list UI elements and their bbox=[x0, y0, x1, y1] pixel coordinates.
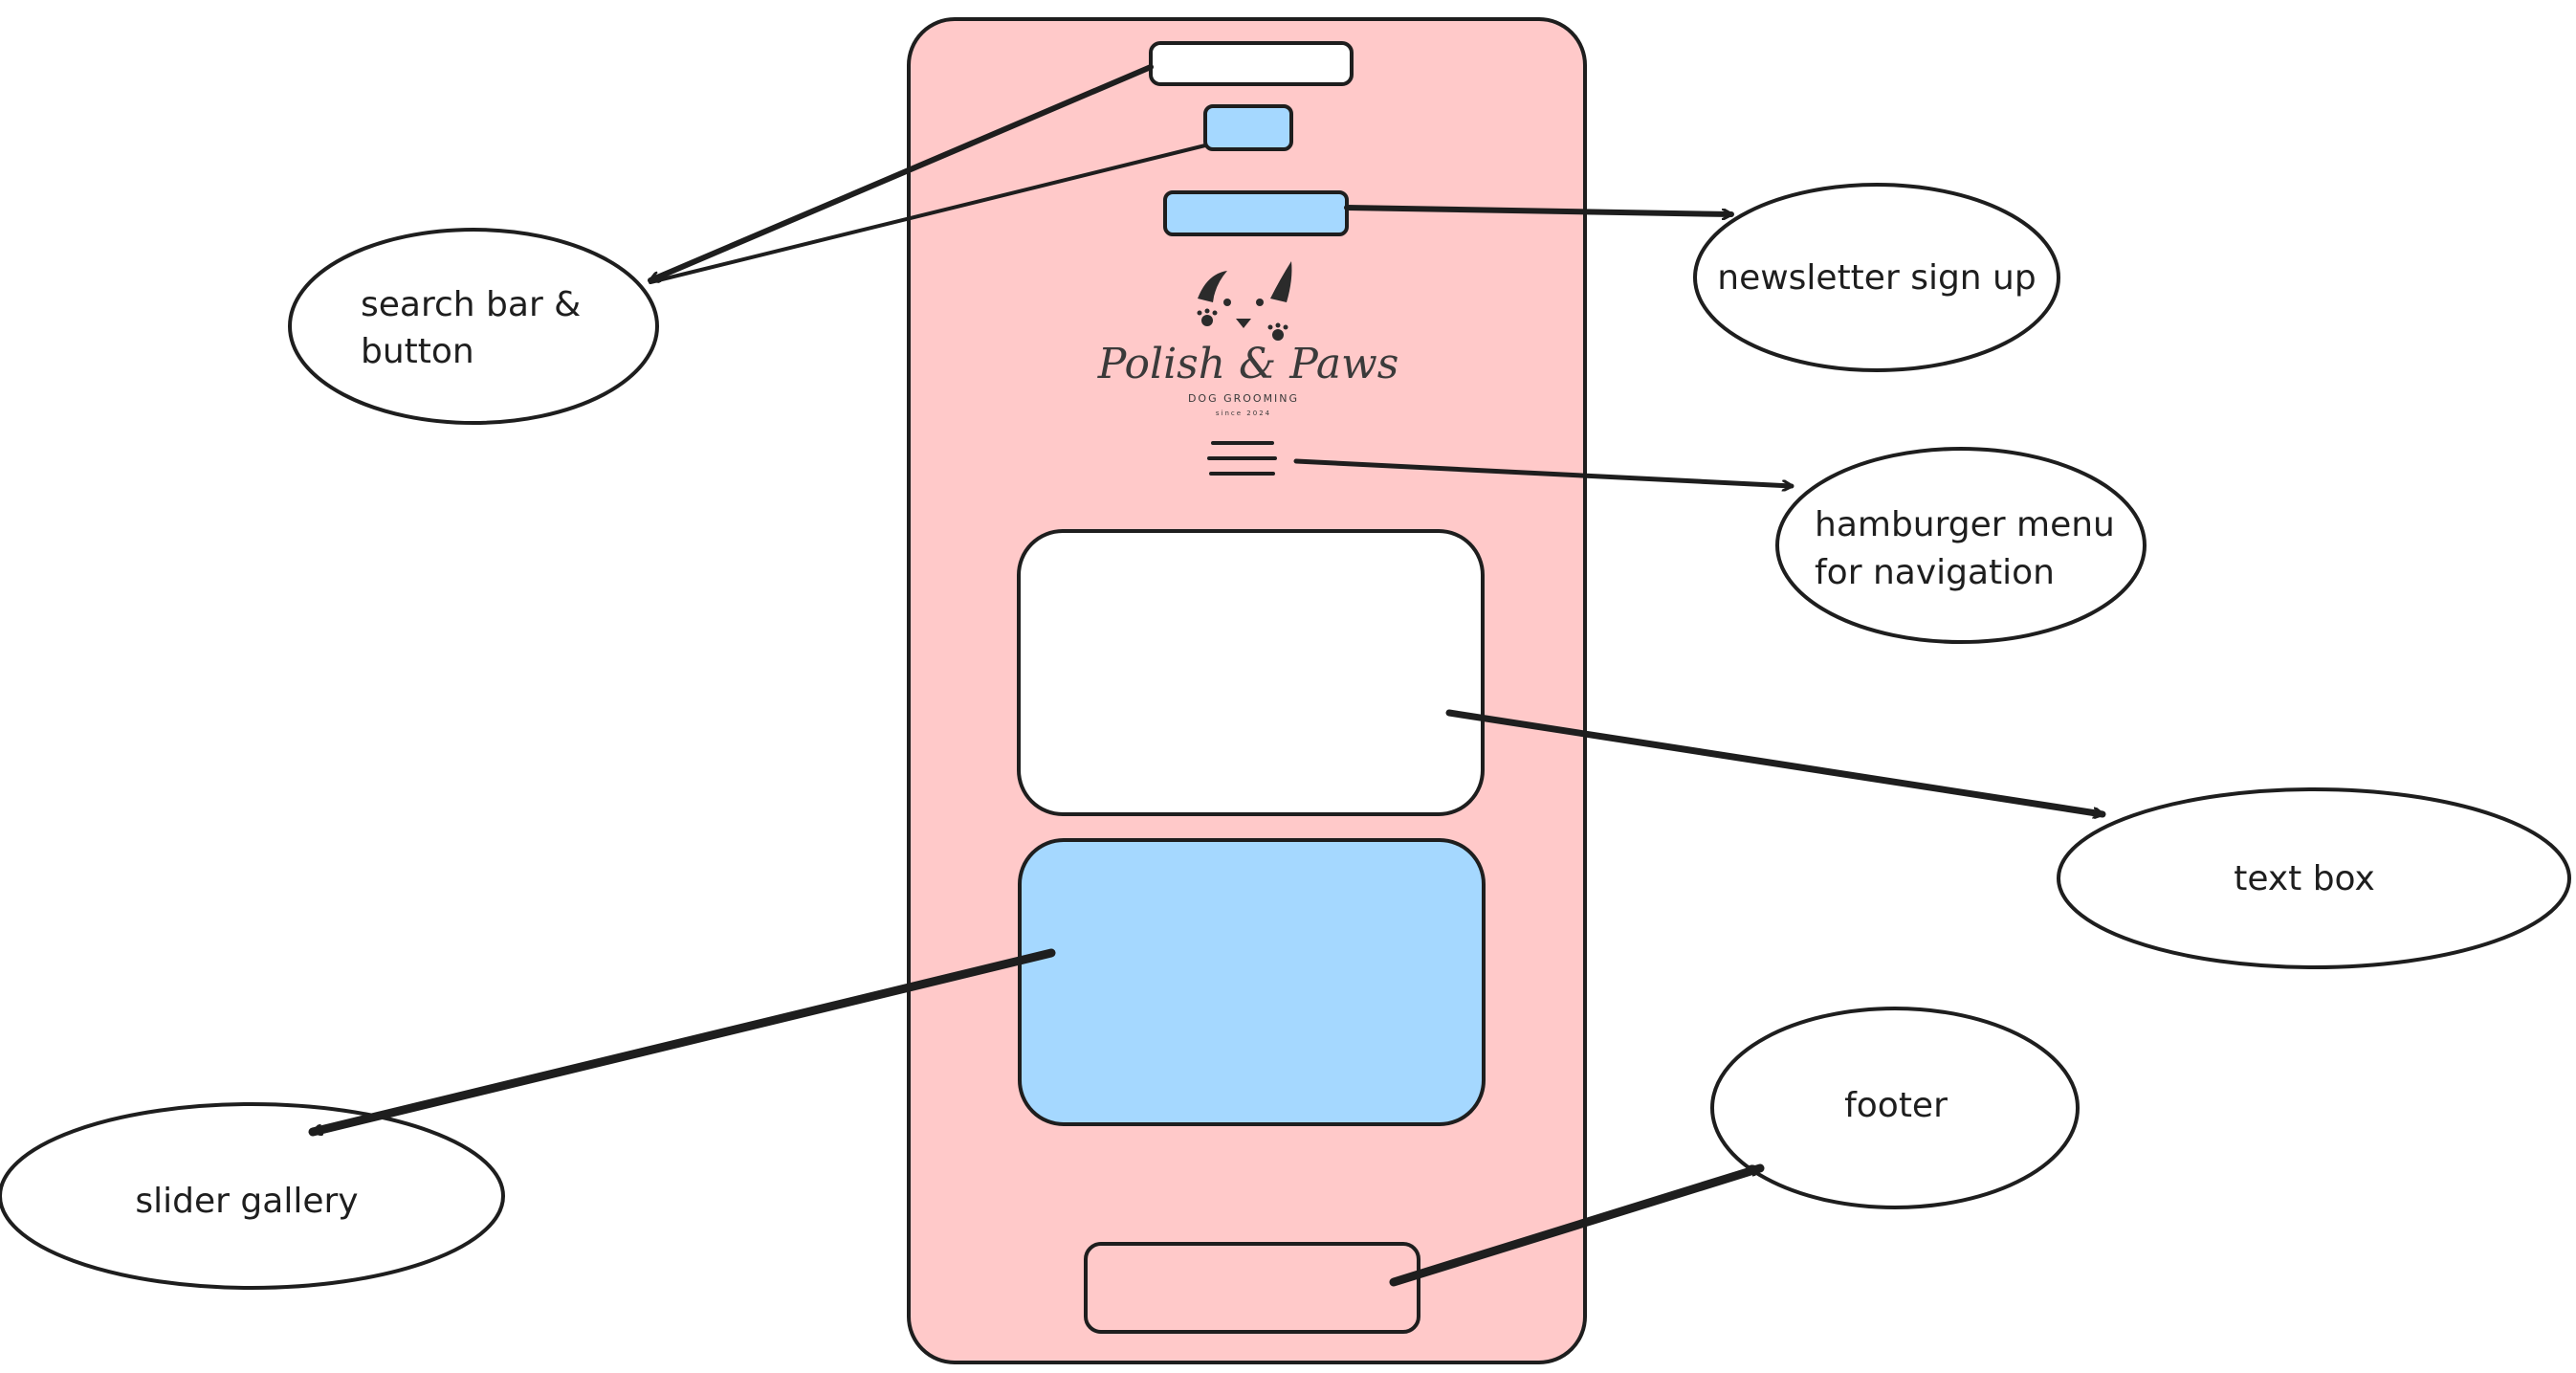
slider-arrow bbox=[308, 948, 1056, 1132]
logo-title: Polish & Paws bbox=[1097, 340, 1399, 388]
search-button bbox=[1203, 104, 1293, 151]
hamburger-menu-icon bbox=[1207, 441, 1277, 476]
slider-annotation-line-1: slider gallery bbox=[135, 1182, 358, 1221]
footer-annotation-ellipse bbox=[1710, 1007, 2080, 1209]
logo-subtitle: DOG GROOMING bbox=[1188, 392, 1299, 405]
footer bbox=[1084, 1242, 1420, 1334]
slider-annotation-ellipse bbox=[0, 1102, 505, 1290]
text-box bbox=[1017, 529, 1485, 816]
textbox-annotation-text: text box bbox=[2234, 859, 2375, 898]
search-annotation-line-2: button bbox=[361, 332, 474, 371]
newsletter-annotation-line-1: newsletter sign up bbox=[1717, 258, 2036, 298]
slider-gallery bbox=[1018, 838, 1486, 1126]
search-annotation-line-1: search bar & bbox=[361, 285, 581, 324]
textbox-annotation-ellipse bbox=[2057, 787, 2571, 969]
logo-since: since 2024 bbox=[1216, 410, 1271, 417]
hamburger-annotation-line-1: hamburger menu bbox=[1815, 505, 2115, 544]
newsletter-annotation-text: newsletter sign up bbox=[1717, 258, 2036, 298]
search-annotation-text: search bar & button bbox=[361, 285, 592, 371]
footer-annotation-line-1: footer bbox=[1844, 1086, 1948, 1125]
footer-annotation-text: footer bbox=[1844, 1086, 1948, 1125]
newsletter-annotation-ellipse bbox=[1693, 183, 2060, 372]
newsletter-arrow bbox=[1344, 205, 1734, 214]
search-button-arrow bbox=[649, 144, 1207, 284]
search-bar-arrow bbox=[648, 64, 1154, 280]
hamburger-annotation-text: hamburger menu for navigation bbox=[1815, 505, 2125, 592]
hamburger-annotation-ellipse bbox=[1775, 447, 2147, 644]
textbox-annotation-line-1: text box bbox=[2234, 859, 2375, 898]
hamburger-arrow bbox=[1293, 458, 1794, 486]
dog-face-icon bbox=[1197, 261, 1292, 341]
textbox-arrow bbox=[1445, 709, 2106, 814]
search-annotation-ellipse bbox=[288, 228, 659, 425]
logo: Polish & Paws DOG GROOMING since 2024 bbox=[1097, 261, 1399, 417]
search-bar bbox=[1149, 41, 1354, 86]
footer-arrow bbox=[1389, 1163, 1765, 1287]
slider-annotation-text: slider gallery bbox=[135, 1182, 358, 1221]
hamburger-annotation-line-2: for navigation bbox=[1815, 553, 2055, 592]
newsletter-signup-button bbox=[1163, 190, 1349, 236]
